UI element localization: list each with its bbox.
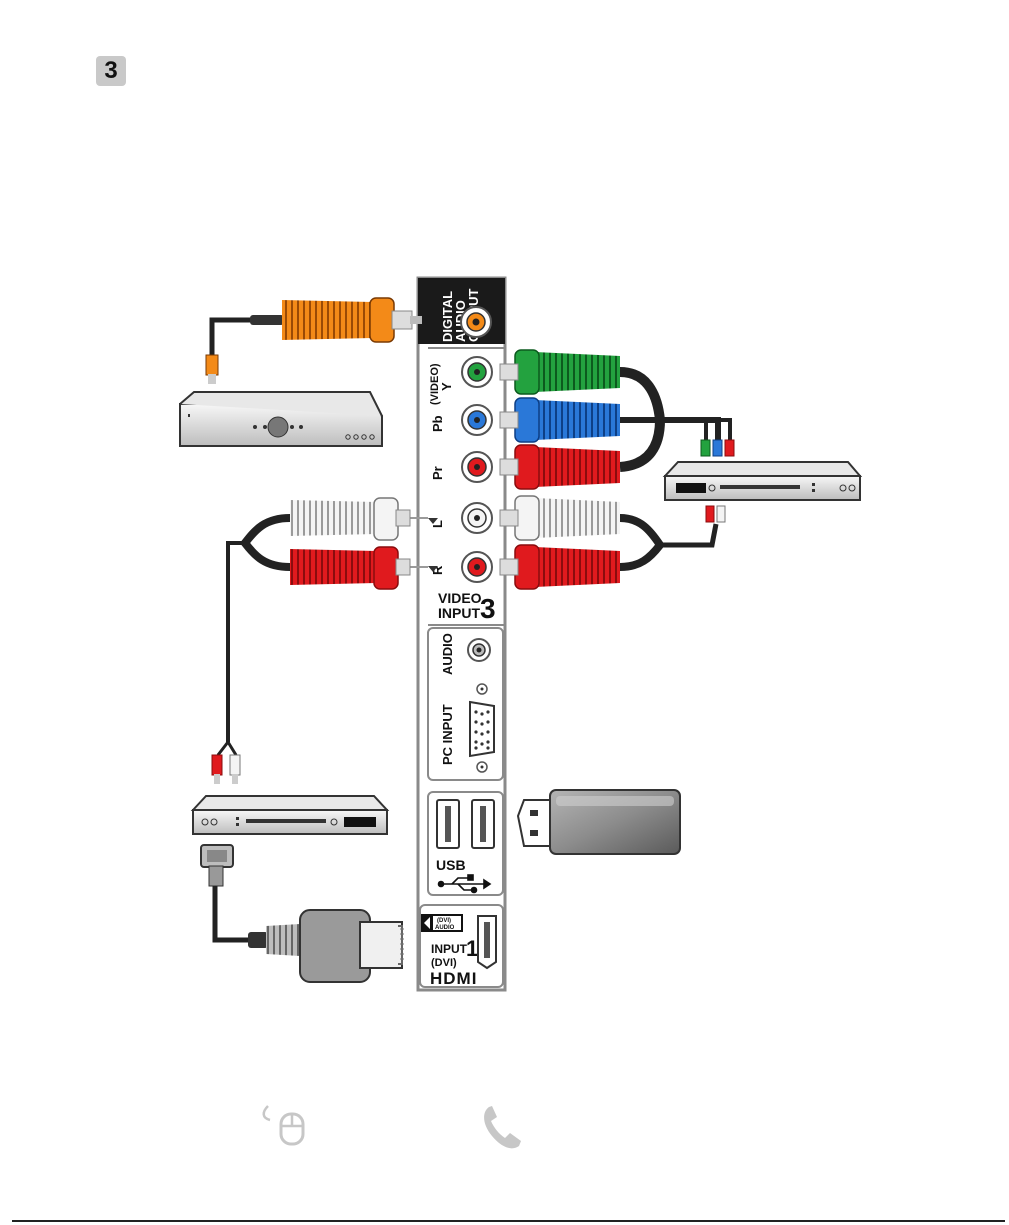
dvi-audio-badge: (DVI) AUDIO [421,914,463,932]
svg-text:AUDIO: AUDIO [440,633,455,675]
pc-audio-label: AUDIO [440,633,455,675]
svg-text:Pb: Pb [430,415,445,432]
hdmi-dvi-cable [201,845,404,982]
hdmi-input-label: INPUT [431,942,468,956]
audio-r-jack[interactable] [462,552,492,582]
pb-jack[interactable] [462,405,492,435]
digital-audio-jack[interactable] [461,307,491,337]
hdmi-logo: HDMI [430,969,477,988]
usb-port-1[interactable] [437,800,459,848]
svg-text:AUDIO: AUDIO [435,925,455,931]
svg-text:PC INPUT: PC INPUT [440,704,455,765]
y-jack[interactable] [462,357,492,387]
audio-l-jack[interactable] [462,503,492,533]
pr-jack[interactable] [462,452,492,482]
usb-flash-drive [518,790,680,854]
pc-input-label: PC INPUT [440,704,455,765]
video-input-label-line1: VIDEO [438,590,482,606]
video-input-number: 3 [480,593,496,624]
phone-icon [484,1106,521,1148]
pc-audio-jack[interactable] [468,639,490,661]
pb-jack-label: Pb [430,415,445,432]
page-bottom-rule [12,1220,1005,1222]
digital-audio-cable [206,298,422,384]
dvd-player-left [193,796,387,834]
usb-label: USB [436,857,466,873]
svg-text:(DVI): (DVI) [437,918,451,924]
usb-port-2[interactable] [472,800,494,848]
hdmi-dvi-label: (DVI) [431,957,457,969]
video-input-label-line2: INPUT [438,605,480,621]
dvd-player-right [665,462,860,500]
svg-text:Pr: Pr [430,466,445,480]
audio-cables-left [212,498,410,784]
pr-jack-label: Pr [430,466,445,480]
audio-receiver-device [180,392,382,446]
mouse-icon [264,1106,303,1144]
hdmi-input-number: 1 [466,936,478,961]
svg-text:Y: Y [439,382,454,391]
audio-cables-right [500,496,725,589]
hdmi-port[interactable] [478,916,496,968]
